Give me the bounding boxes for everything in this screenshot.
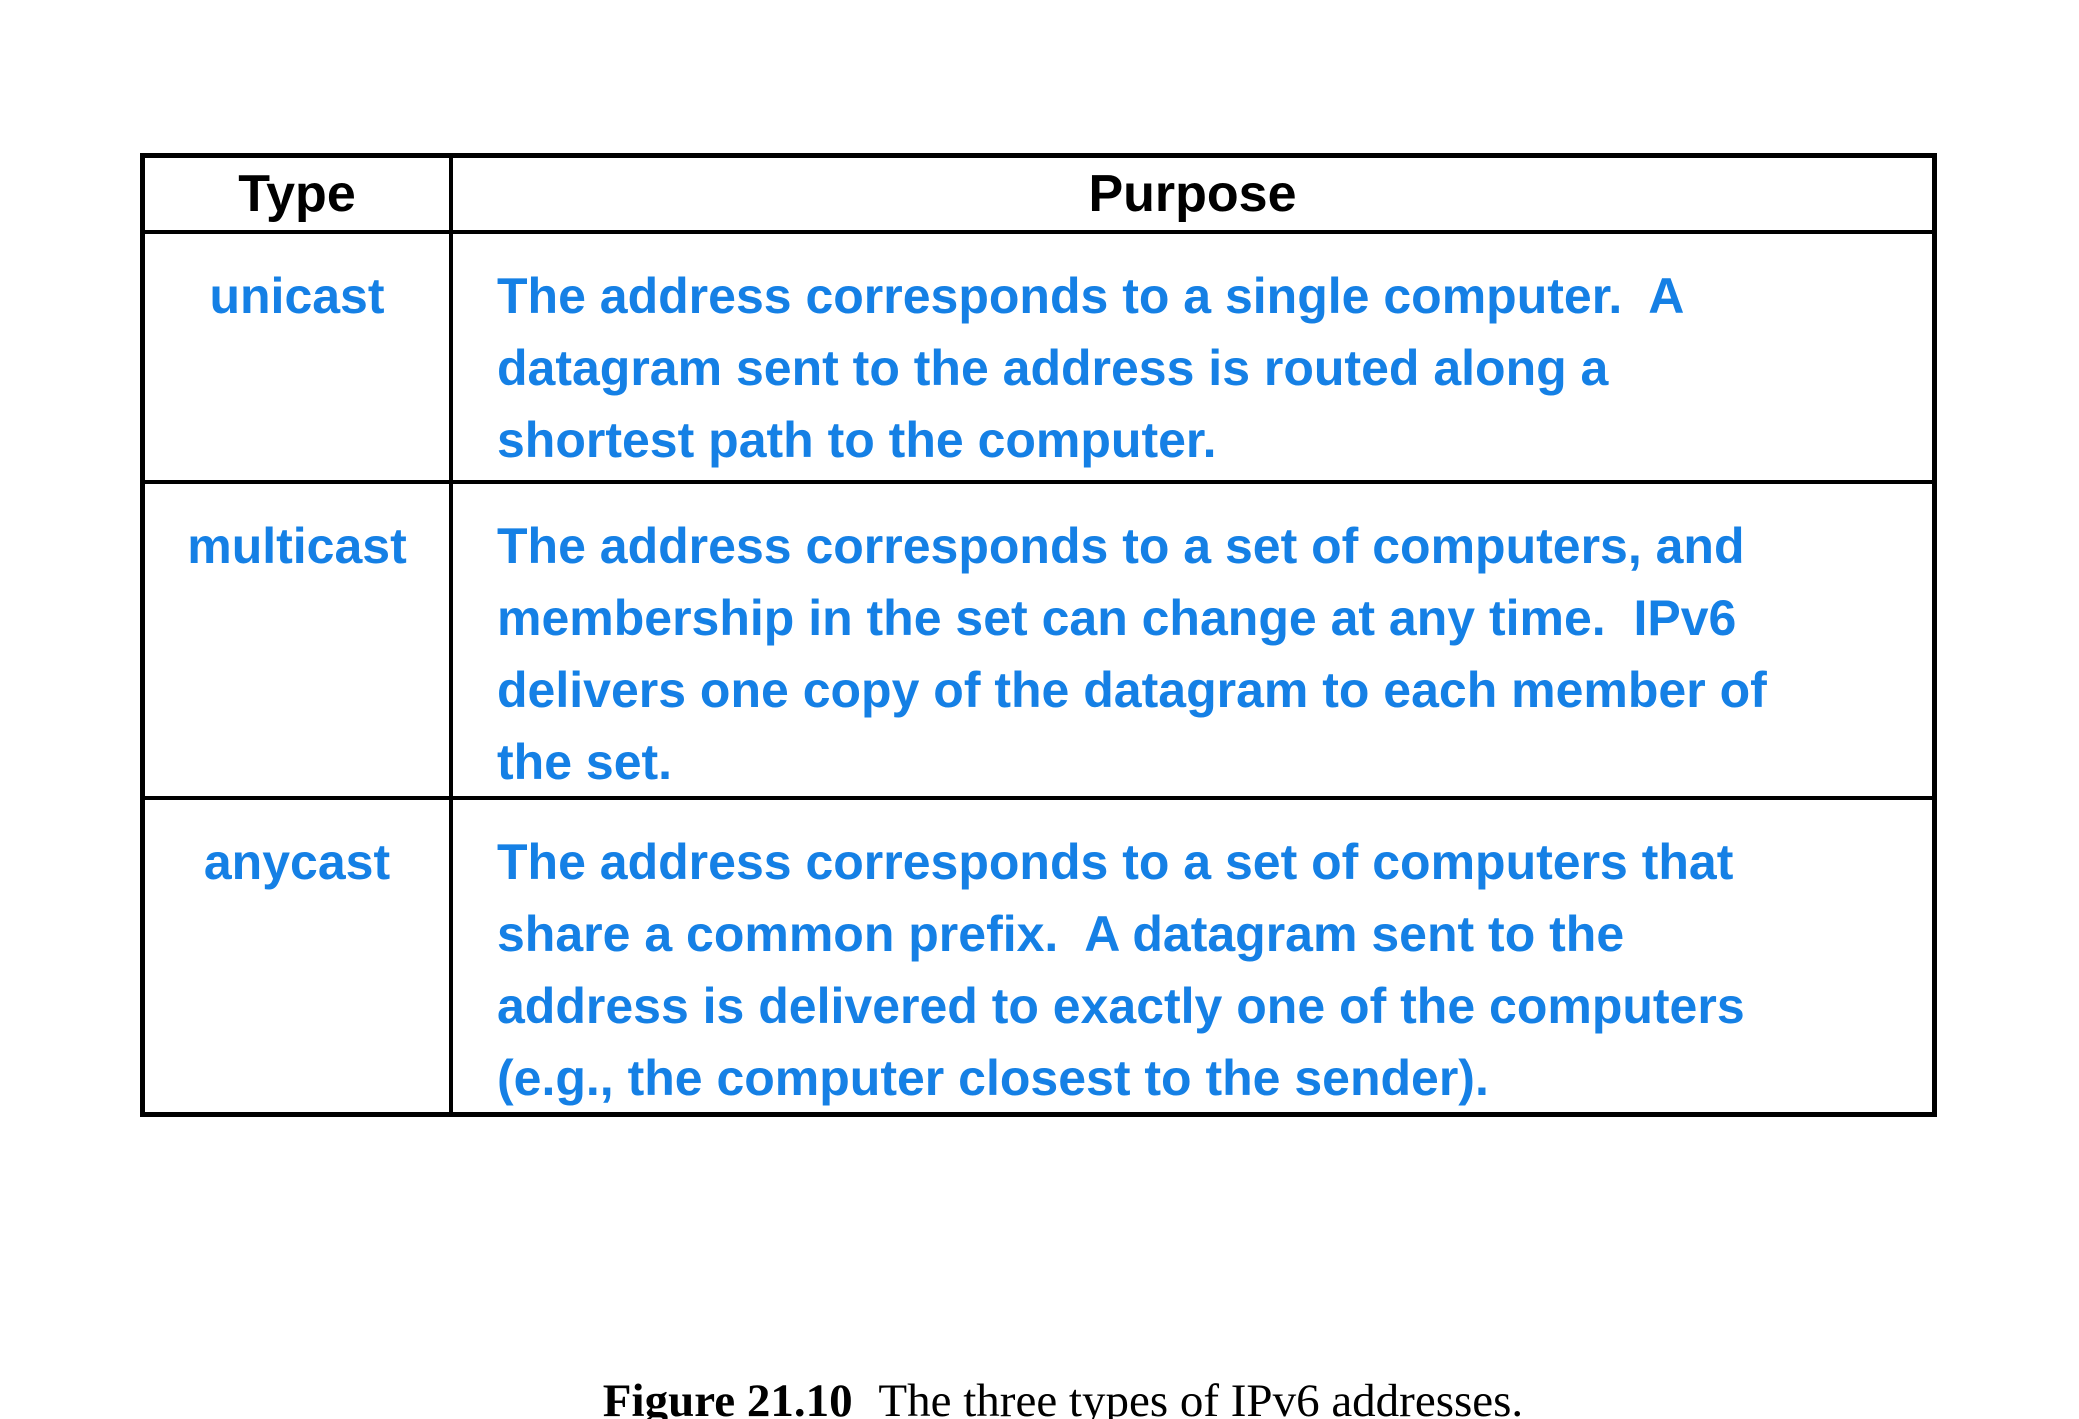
ipv6-address-types-table: Type Purpose unicast The address corresp… xyxy=(140,153,1937,1117)
table-row-anycast: anycast The address corresponds to a set… xyxy=(145,800,1932,1114)
column-header-type: Type xyxy=(145,158,453,230)
figure-caption-label: Figure 21.10 xyxy=(602,1375,853,1419)
figure-caption-text: The three types of IPv6 addresses. xyxy=(878,1375,1524,1419)
table-row-unicast: unicast The address corresponds to a sin… xyxy=(145,234,1932,484)
type-label-unicast: unicast xyxy=(145,234,453,480)
purpose-text-multicast: The address corresponds to a set of comp… xyxy=(497,518,1767,790)
type-label-multicast: multicast xyxy=(145,484,453,798)
purpose-text-unicast: The address corresponds to a single comp… xyxy=(497,268,1685,468)
column-header-purpose: Purpose xyxy=(1088,165,1297,223)
figure-caption: Figure 21.10 The three types of IPv6 addr… xyxy=(0,1320,2079,1419)
table-header-row: Type Purpose xyxy=(145,158,1932,234)
type-label-anycast: anycast xyxy=(145,800,453,1114)
purpose-text-anycast: The address corresponds to a set of comp… xyxy=(497,834,1745,1106)
table-row-multicast: multicast The address corresponds to a s… xyxy=(145,484,1932,800)
